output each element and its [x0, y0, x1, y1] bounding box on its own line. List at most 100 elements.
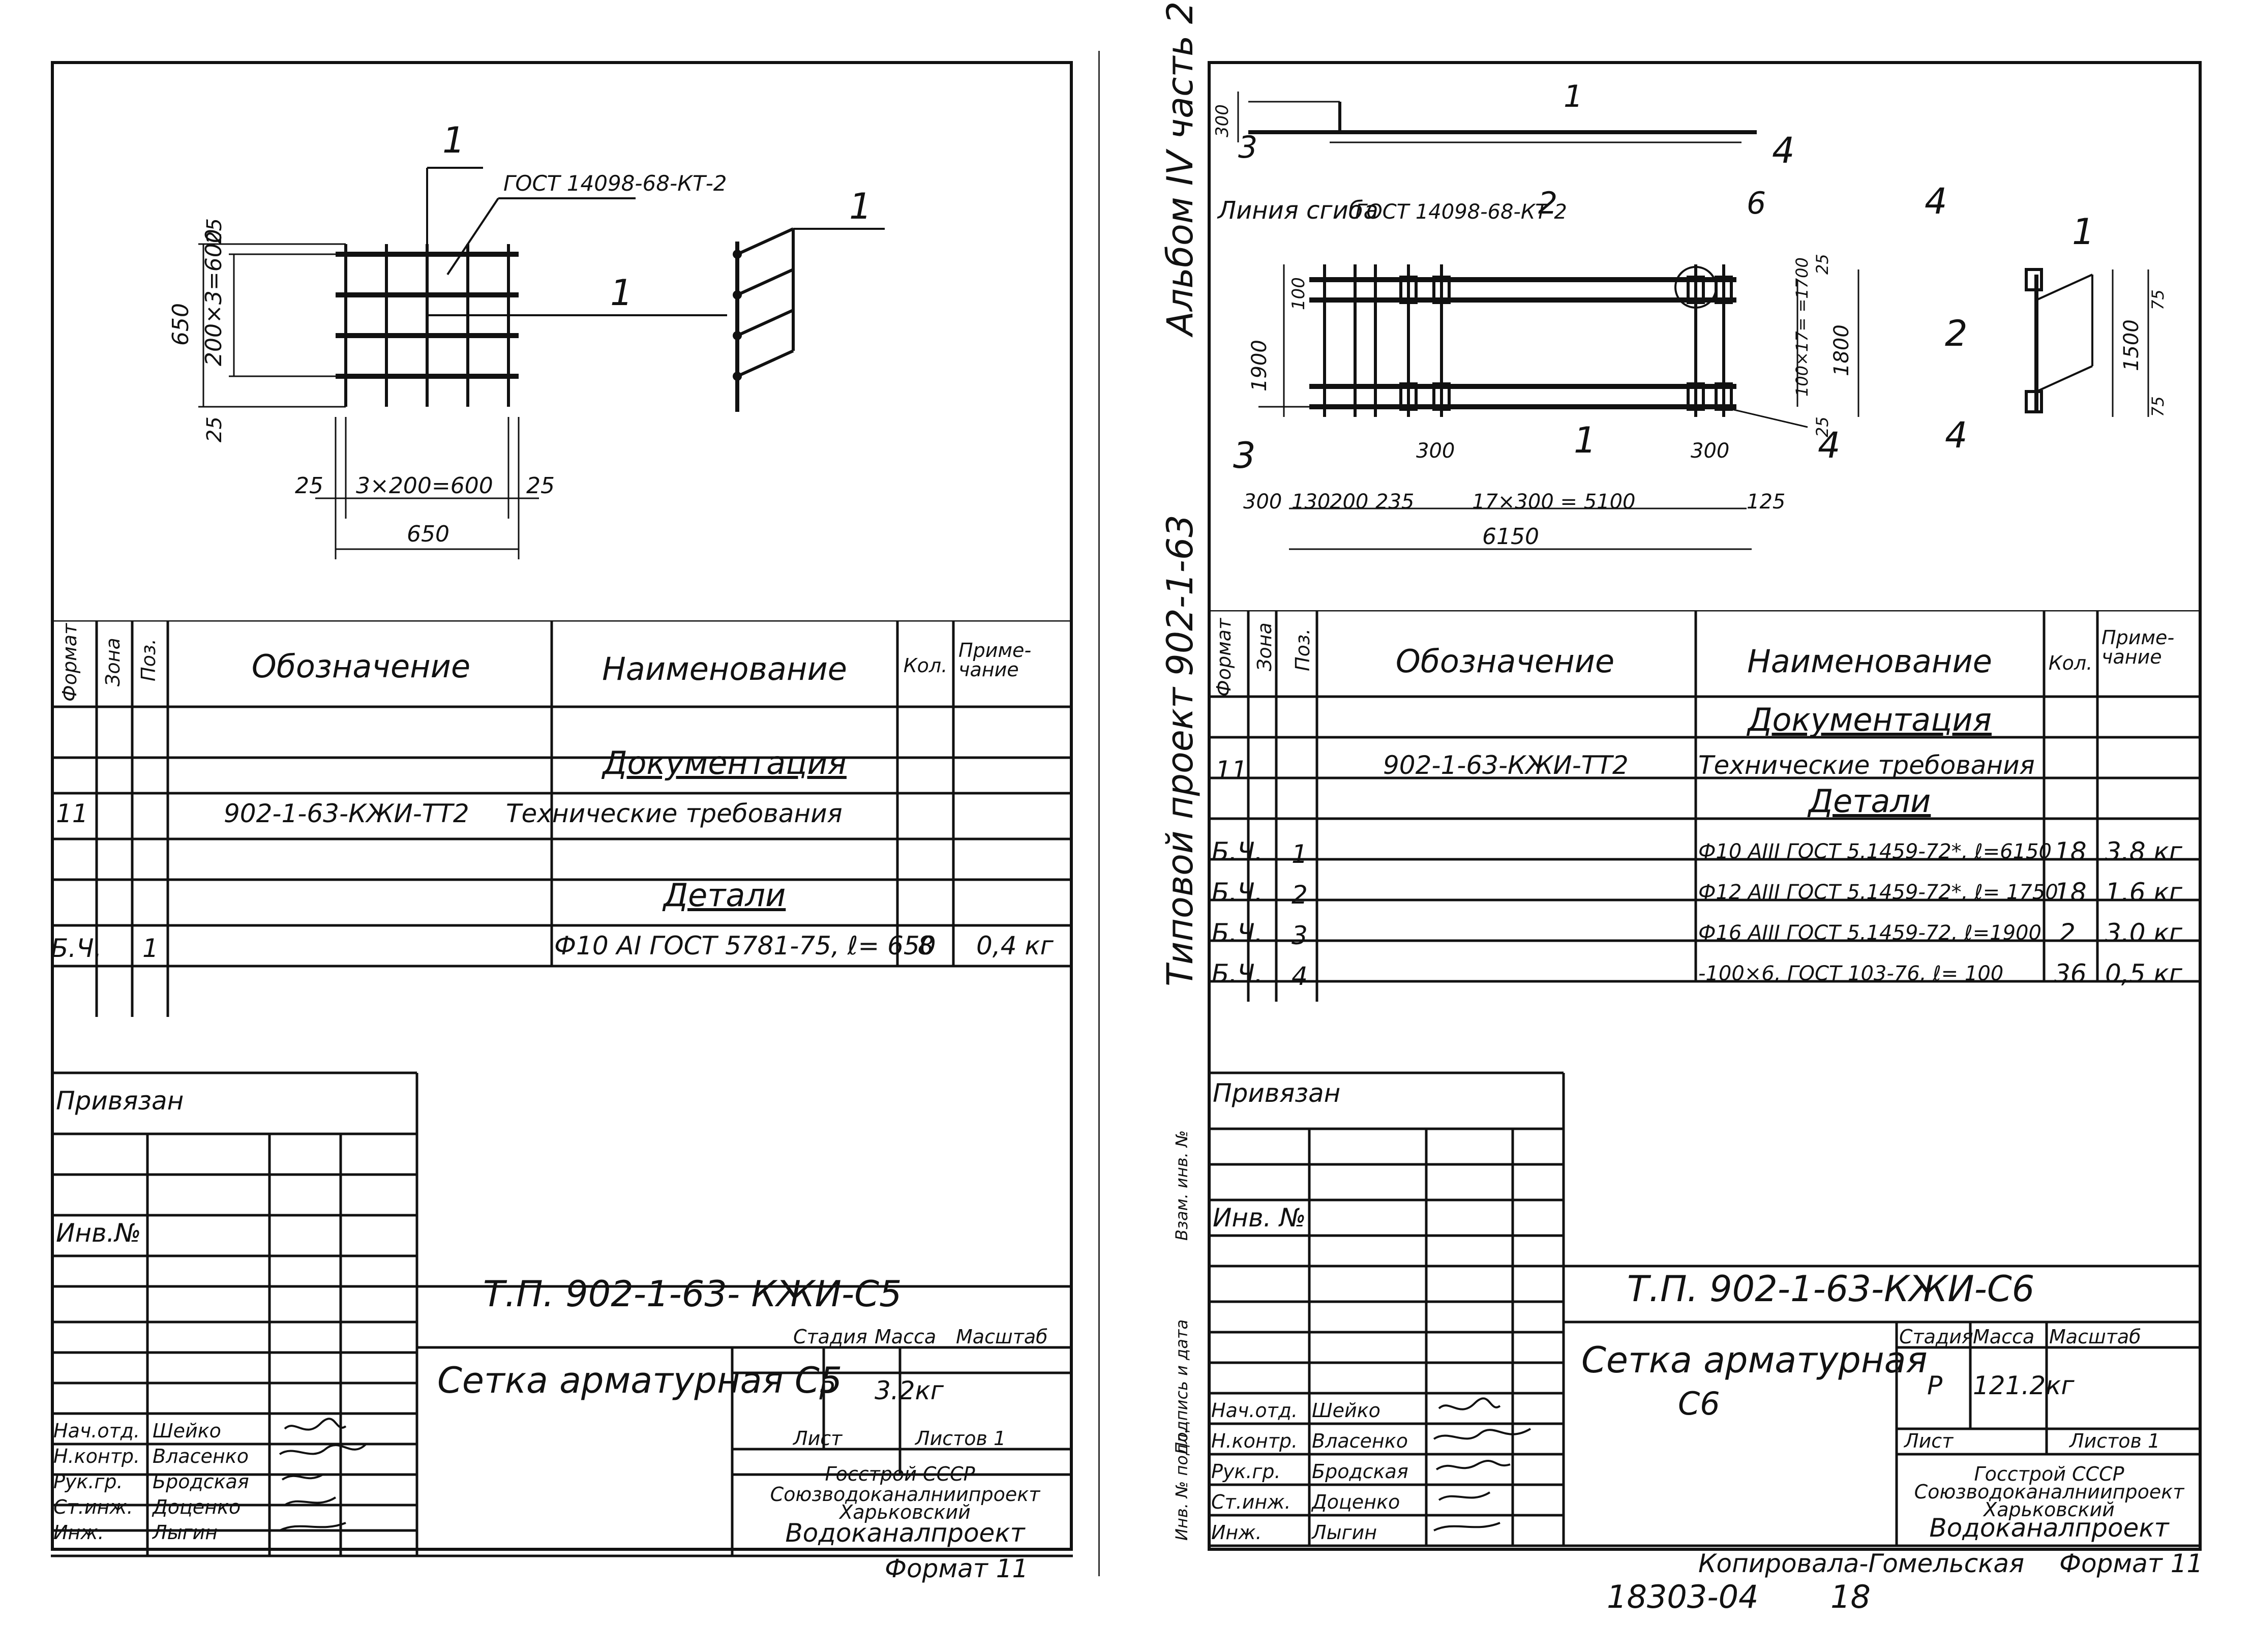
left-dim-25-bottom: 25	[203, 416, 226, 442]
right-stamp-sheets-label: Листов 1	[2069, 1430, 2160, 1452]
left-person-name-1: Шейко	[153, 1420, 221, 1442]
left-signatures	[279, 1418, 367, 1531]
right-stamp-vert-1: Взам. инв. №	[1172, 1130, 1191, 1241]
left-stamp-stage-label: Стадия	[793, 1326, 867, 1348]
right-stamp-title2: С6	[1678, 1385, 1720, 1422]
right-person-name-5: Лыгин	[1312, 1521, 1377, 1544]
right-dim-bottom-4: 17×300 = 5100	[1472, 490, 1636, 514]
left-row2-format: Б.Ч.	[51, 934, 102, 963]
right-row1-designation: 902-1-63-КЖИ-ТТ2	[1383, 750, 1629, 780]
right-stamp-org3: Харьковский	[1984, 1498, 2115, 1521]
left-row1-format: 11	[56, 799, 88, 828]
right-dim-300-top: 300	[1212, 104, 1233, 137]
left-person-name-3: Бродская	[153, 1470, 249, 1493]
right-stamp-scale-label: Масштаб	[2049, 1326, 2141, 1348]
right-header-zone: Зона	[1253, 622, 1276, 671]
right-header-qty: Кол.	[2048, 652, 2093, 674]
right-stamp-title1: Сетка арматурная	[1581, 1339, 1928, 1381]
right-album-label: Альбом IV часть 2	[1159, 1, 1201, 336]
right-dim-1700: 100×17= =1700	[1792, 257, 1812, 397]
right-dim-25b: 25	[1813, 416, 1832, 437]
right-mark-2-plan: 2	[1538, 186, 1557, 221]
right-project-label: Типовой проект 902-1-63	[1159, 515, 1201, 986]
right-stamp-attached: Привязан	[1213, 1078, 1341, 1108]
left-spec-grid	[51, 620, 1073, 1557]
right-mark-4-sec-top: 4	[1925, 181, 1947, 222]
left-row2-pos: 1	[142, 934, 159, 963]
right-row2-note: 3.8 кг	[2105, 837, 2182, 866]
right-person-role-4: Ст.инж.	[1211, 1491, 1291, 1513]
left-row1-name: Технические требования	[506, 799, 843, 828]
right-person-role-2: Н.контр.	[1211, 1430, 1298, 1452]
left-section-docs: Документация	[603, 744, 847, 782]
right-stamp-stage-label: Стадия	[1899, 1326, 1973, 1348]
left-header-pos: Поз.	[137, 638, 160, 681]
right-mark-6-plan: 6	[1747, 186, 1766, 221]
right-stamp-mass: 121.2кг	[1973, 1371, 2075, 1400]
sheet-divider	[1098, 51, 1100, 1576]
left-stamp-mass: 3.2кг	[875, 1376, 944, 1405]
right-row3-name: Ф12 АIII ГОСТ 5.1459-72*, ℓ= 1750	[1698, 881, 2058, 904]
right-stamp-org2: Союзводоканалниипроект	[1914, 1481, 2184, 1503]
left-stamp-org4: Водоканалпроект	[785, 1518, 1025, 1548]
right-dim-25a: 25	[1813, 254, 1832, 275]
left-stamp-scale-label: Масштаб	[956, 1326, 1048, 1348]
right-mark-3-plan: 3	[1233, 435, 1256, 476]
footer-copied-by: Копировала-Гомельская	[1698, 1549, 2025, 1578]
left-header-format: Формат	[58, 623, 81, 702]
left-stamp-inv: Инв.№	[56, 1218, 141, 1248]
right-row5-name: -100×6, ГОСТ 103-76, ℓ= 100	[1698, 962, 2004, 985]
right-stamp-stage: Р	[1927, 1371, 1943, 1400]
right-header-format: Формат	[1213, 618, 1235, 697]
right-dim-1500: 1500	[2120, 319, 2143, 371]
right-stamp-vert-3: Инв. № подл.	[1172, 1428, 1191, 1541]
right-fold-line: Линия сгиба	[1217, 196, 1378, 225]
right-signatures	[1433, 1397, 1532, 1531]
right-row2-name: Ф10 АIII ГОСТ 5.1459-72*, ℓ=6150	[1698, 840, 2052, 863]
right-dim-bottom-5: 125	[1747, 490, 1785, 514]
left-header-name: Наименование	[602, 650, 847, 687]
right-row3-format: Б.Ч.	[1212, 878, 1263, 907]
right-row4-qty: 2	[2059, 918, 2076, 948]
right-row2-qty: 18	[2054, 837, 2087, 866]
left-stamp-stage: Р	[819, 1376, 834, 1405]
left-person-name-5: Лыгин	[153, 1521, 218, 1544]
right-sheet-frame	[1208, 61, 2202, 1551]
right-row2-format: Б.Ч.	[1212, 837, 1263, 866]
left-dim-650-h: 650	[407, 521, 449, 547]
left-stamp-org1: Госстрой СССР	[825, 1463, 975, 1485]
right-header-name: Наименование	[1747, 643, 1992, 680]
right-person-role-1: Нач.отд.	[1211, 1399, 1298, 1422]
right-row4-note: 3.0 кг	[2105, 918, 2182, 948]
right-row3-qty: 18	[2054, 878, 2087, 907]
right-dim-300a: 300	[1416, 439, 1455, 463]
right-stamp-sheet-label: Лист	[1904, 1430, 1954, 1452]
right-mark-1-plan: 1	[1574, 419, 1597, 461]
right-person-name-4: Доценко	[1312, 1491, 1400, 1513]
right-mesh-drawing: 3 4 1 Линия сгиба ГОСТ 14098-68-КТ 2 2 6…	[1212, 79, 2168, 550]
right-mark-4-sec-bottom: 4	[1945, 414, 1968, 456]
left-format-label: Формат 11	[885, 1554, 1029, 1583]
right-dim-bottom-0: 300	[1243, 490, 1282, 514]
left-stamp-title: Сетка арматурная С5	[437, 1360, 843, 1401]
right-row1-format: 11	[1215, 756, 1248, 785]
right-dim-300b: 300	[1691, 439, 1729, 463]
left-person-role-2: Н.контр.	[53, 1445, 140, 1467]
left-stamp-sheet-label: Лист	[793, 1427, 843, 1450]
left-person-role-3: Рук.гр.	[53, 1470, 123, 1493]
left-stamp-attached: Привязан	[56, 1086, 184, 1116]
left-person-name-4: Доценко	[153, 1496, 241, 1518]
right-row4-name: Ф16 АIII ГОСТ 5.1459-72, ℓ=1900	[1698, 921, 2041, 945]
right-dim-bottom-2: 200	[1330, 490, 1368, 514]
right-mark-4-top: 4	[1772, 130, 1795, 171]
right-dim-bottom-1: 130	[1292, 490, 1330, 514]
right-row2-pos: 1	[1292, 839, 1308, 869]
right-row5-format: Б.Ч.	[1212, 959, 1263, 988]
left-stamp-org3: Харьковский	[839, 1501, 971, 1523]
right-dim-1900: 1900	[1248, 340, 1271, 392]
right-dim-75b: 75	[2148, 396, 2168, 417]
left-stamp-mass-label: Масса	[875, 1326, 937, 1348]
left-header-qty: Кол.	[903, 654, 948, 677]
right-row5-pos: 4	[1292, 962, 1308, 991]
